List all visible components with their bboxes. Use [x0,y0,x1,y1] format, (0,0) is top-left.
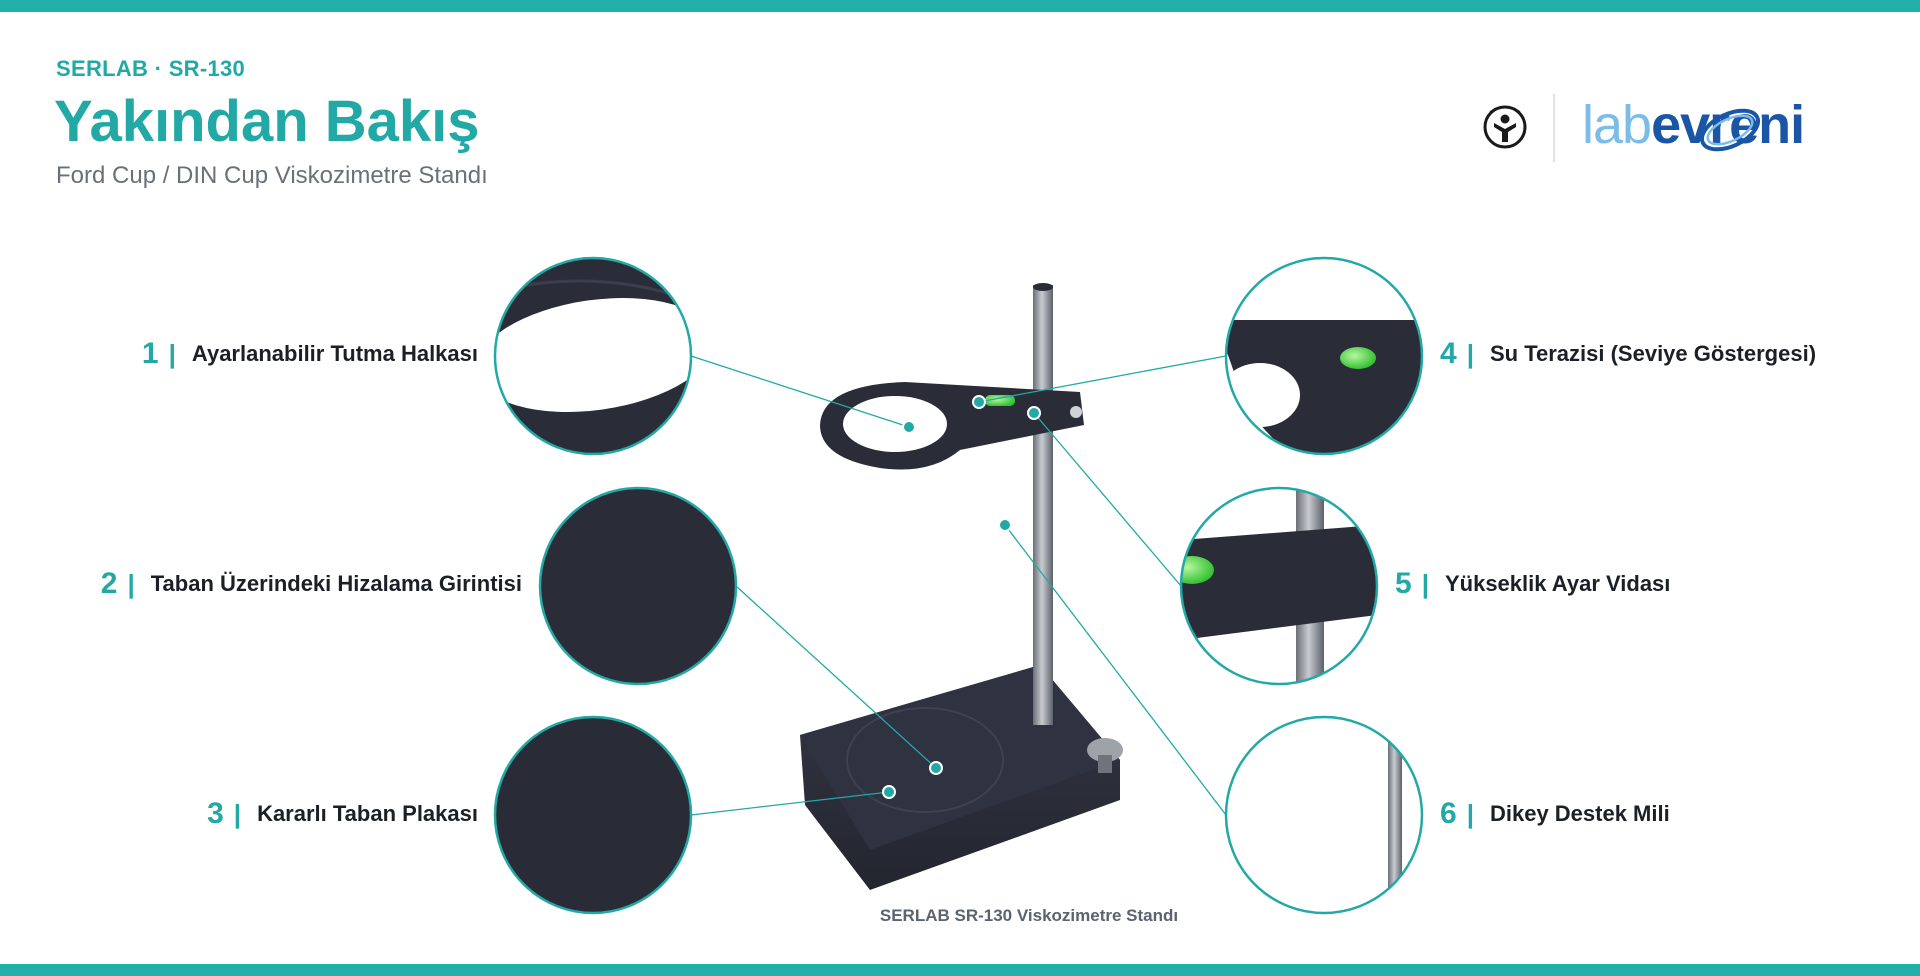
callout-text: Dikey Destek Mili [1489,801,1670,826]
callout-label-2: 2 | Taban Üzerindeki Hizalama Girintisi [101,567,522,601]
brand-logo[interactable]: labevreni [1470,90,1870,165]
callout-separator: | [233,798,242,829]
callout-separator: | [127,568,135,599]
logo-wordmark: labevreni [1582,90,1805,160]
callout-text: Su Terazisi (Seviye Göstergesi) [1489,341,1817,366]
base-plate [800,665,1120,890]
leader-lines [690,355,1227,816]
callout-separator: | [1421,568,1429,599]
callout-label-5: 5 | Yükseklik Ayar Vidası [1395,567,1670,601]
callout-number: 4 [1440,337,1457,370]
holding-ring [820,382,1084,470]
zoom-circle-2 [538,486,738,686]
callout-text: Taban Üzerindeki Hizalama Girintisi [150,571,522,596]
logo-divider [1553,94,1555,162]
top-accent-bar [0,0,1920,12]
callout-label-4: 4 | Su Terazisi (Seviye Göstergesi) [1440,337,1816,371]
brand-label: SERLAB · SR-130 [56,56,246,81]
bottom-accent-bar [0,964,1920,976]
callout-label-3: 3 | Kararlı Taban Plakası [207,797,478,831]
callout-separator: | [1466,338,1474,369]
callout-number: 6 [1440,797,1457,830]
vertical-rod [1033,285,1053,725]
callout-number: 5 [1395,567,1412,600]
product-caption: SERLAB SR-130 Viskozimetre Standı [0,906,1920,926]
callout-number: 1 [141,337,159,370]
callout-label-1: 1 | Ayarlanabilir Tutma Halkası [142,337,478,371]
callout-text: Kararlı Taban Plakası [257,801,478,826]
callout-label-6: 6 | Dikey Destek Mili [1440,797,1670,831]
zoom-circle-1 [493,256,693,456]
knob [1087,738,1123,773]
callout-separator: | [1466,798,1474,829]
zoom-circle-4 [1224,256,1424,456]
callout-text: Ayarlanabilir Tutma Halkası [191,341,478,366]
callout-number: 3 [207,797,224,830]
orbit-swoosh-icon [1699,108,1761,152]
logo-evreni-text: evreni [1651,95,1805,155]
zoom-circle-6 [1224,715,1424,915]
caption-text: SERLAB SR-130 Viskozimetre Standı [879,906,1179,925]
zoom-circle-5 [1179,486,1379,686]
zoom-circle-3 [493,715,693,915]
person-seal-icon [1483,105,1527,149]
callout-dots [882,395,1041,799]
callout-number: 2 [100,567,118,600]
logo-lab-text: lab [1582,95,1652,155]
page-title: Yakından Bakış [54,89,480,154]
page-subtitle: Ford Cup / DIN Cup Viskozimetre Standı [56,162,488,189]
callout-separator: | [168,338,176,369]
callout-text: Yükseklik Ayar Vidası [1444,571,1671,596]
